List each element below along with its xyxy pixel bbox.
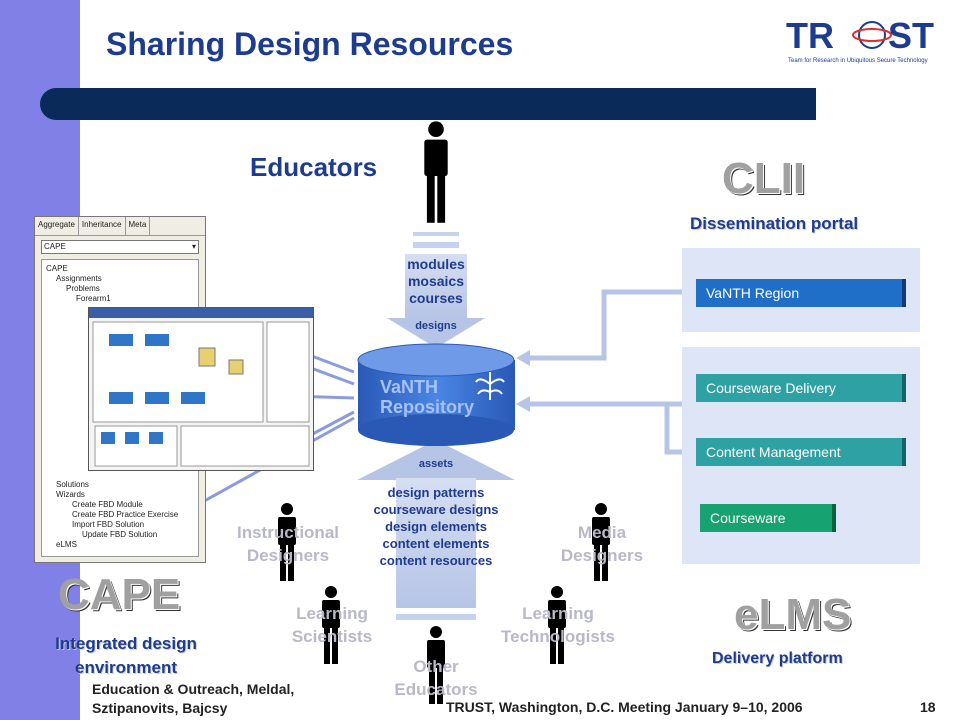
tree-item-forearm1[interactable]: Forearm1: [76, 294, 111, 303]
tree-item-import-fbd-solution[interactable]: Import FBD Solution: [72, 520, 145, 529]
cape-subtitle: Integrated design environment: [36, 632, 216, 680]
role-line: Educators: [394, 680, 478, 699]
learning-technologists-label: Learning Technologists: [478, 602, 638, 648]
page-number: 18: [920, 699, 936, 715]
tree-item-elms[interactable]: eLMS: [56, 540, 77, 549]
title-underline-bar: [40, 88, 816, 120]
other-educators-label: Other Educators: [366, 655, 506, 701]
cape-title: CAPE: [58, 570, 181, 619]
footer-meeting: TRUST, Washington, D.C. Meeting January …: [446, 699, 803, 715]
media-designers-label: Media Designers: [532, 521, 672, 567]
project-select[interactable]: CAPE ▾: [41, 240, 199, 254]
learning-scientists-label: Learning Scientists: [262, 602, 402, 648]
svg-text:ST: ST: [888, 15, 934, 56]
repository-cylinder: [357, 343, 515, 446]
tree-item-create-fbd-module[interactable]: Create FBD Module: [72, 500, 143, 509]
assets-items: design patterns courseware designs desig…: [356, 484, 516, 569]
courseware-delivery-button[interactable]: Courseware Delivery: [696, 374, 906, 402]
chevron-down-icon: ▾: [191, 242, 196, 251]
repository-line1: VaNTH: [380, 377, 439, 397]
assets-arrow: [357, 440, 515, 620]
tab-inheritance[interactable]: Inheritance: [79, 217, 126, 235]
assets-item: courseware designs: [373, 502, 499, 517]
clii-connector: [525, 289, 682, 361]
clii-arrowhead: [516, 350, 530, 366]
repository-line2: Repository: [380, 397, 475, 417]
educators-person-icon: [424, 121, 448, 223]
tree-item-wizards[interactable]: Wizards: [56, 490, 85, 499]
instructional-designers-label: Instructional Designers: [218, 521, 358, 567]
assets-label: assets: [418, 458, 454, 470]
role-line: Designers: [246, 546, 330, 565]
designs-item: mosaics: [407, 273, 465, 289]
tab-meta[interactable]: Meta: [126, 217, 151, 235]
tree-item-problems[interactable]: Problems: [66, 284, 100, 293]
footer-authors: Education & Outreach, Meldal, Sztipanovi…: [92, 680, 294, 718]
elms-arrowhead: [516, 396, 530, 412]
logo-text: TR: [786, 15, 834, 56]
clii-title: CLII: [722, 154, 806, 203]
assets-item: design patterns: [387, 485, 485, 500]
cape-subtitle-line: Integrated design: [55, 634, 197, 653]
cape-subtitle-line: environment: [74, 658, 178, 677]
clii-subtitle: Dissemination portal: [690, 214, 859, 233]
designs-items: modules mosaics courses: [386, 256, 486, 307]
educators-label: Educators: [250, 152, 378, 182]
project-select-value: CAPE: [44, 242, 66, 251]
assets-item: content resources: [379, 553, 493, 568]
designs-label: designs: [415, 320, 457, 332]
elms-connector: [525, 401, 682, 455]
tree-item-solutions[interactable]: Solutions: [56, 480, 89, 489]
role-line: Learning: [522, 604, 594, 623]
diagram-canvas: [89, 308, 313, 467]
tree-item-assignments[interactable]: Assignments: [56, 274, 102, 283]
designs-item: modules: [407, 256, 465, 272]
content-management-button[interactable]: Content Management: [696, 438, 906, 466]
courseware-button[interactable]: Courseware: [700, 504, 836, 532]
assets-item: design elements: [385, 519, 487, 534]
designs-arrow: [387, 232, 485, 348]
repository-label: VaNTH Repository: [380, 377, 474, 417]
role-line: Designers: [560, 546, 644, 565]
tree-item-cape[interactable]: CAPE: [46, 264, 68, 273]
role-line: Media: [577, 523, 627, 542]
trust-logo: TR ST Team for Research in Ubiquitous Se…: [786, 15, 934, 64]
tree-item-update-fbd-solution[interactable]: Update FBD Solution: [82, 530, 158, 539]
elms-title: eLMS: [734, 590, 852, 639]
role-line: Scientists: [291, 627, 373, 646]
elms-subtitle: Delivery platform: [712, 650, 843, 667]
tree-item-create-fbd-practice[interactable]: Create FBD Practice Exercise: [72, 510, 179, 519]
footer-authors-line: Education & Outreach, Meldal,: [92, 681, 295, 697]
cape-diagram-window: [88, 307, 314, 471]
slide-title: Sharing Design Resources: [106, 26, 514, 62]
tool-tab-strip: Aggregate Inheritance Meta: [35, 217, 205, 236]
logo-tagline: Team for Research in Ubiquitous Secure T…: [788, 58, 928, 64]
role-line: Instructional: [236, 523, 339, 542]
tab-aggregate[interactable]: Aggregate: [35, 217, 79, 235]
footer-authors-line: Sztipanovits, Bajcsy: [92, 700, 228, 716]
vanth-region-button[interactable]: VaNTH Region: [696, 279, 906, 307]
role-line: Other: [413, 657, 459, 676]
vanth-plant-icon: [475, 372, 505, 400]
role-line: Learning: [296, 604, 368, 623]
assets-item: content elements: [382, 536, 490, 551]
role-line: Technologists: [501, 627, 615, 646]
designs-item: courses: [409, 290, 463, 306]
